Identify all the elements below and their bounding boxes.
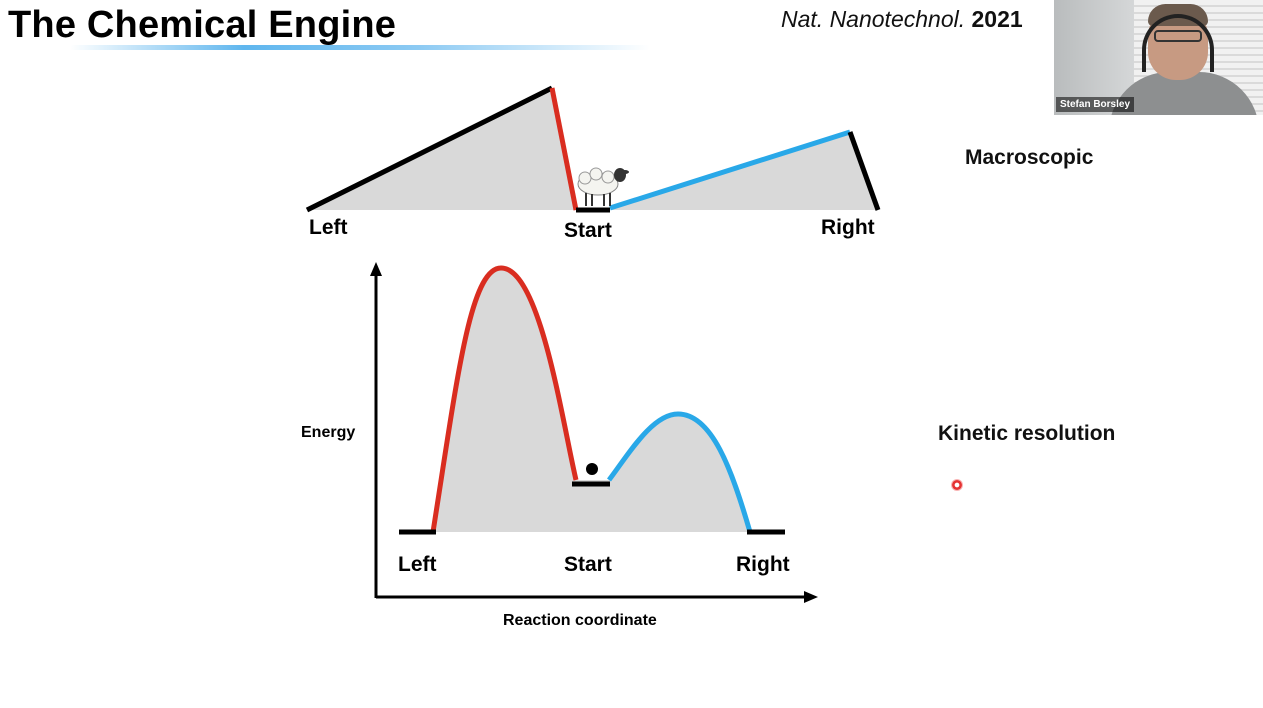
macro-label-right: Right: [821, 216, 875, 239]
macro-fill: [307, 88, 878, 210]
citation-year: 2021: [971, 6, 1023, 32]
energy-label-start: Start: [564, 553, 612, 576]
kinetic-resolution-label: Kinetic resolution: [938, 422, 1116, 445]
title-underline: [70, 45, 650, 50]
macro-diagram: Left Start Right: [305, 85, 881, 242]
macro-barrier-left: [549, 87, 579, 211]
y-axis-label: Energy: [301, 424, 355, 441]
macro-slope-left: [305, 85, 554, 213]
sheep-icon: [577, 167, 629, 206]
citation: Nat. Nanotechnol. 2021: [781, 6, 1023, 33]
video-thumbnail[interactable]: Stefan Borsley: [1054, 0, 1263, 115]
headset-icon: [1142, 14, 1214, 72]
energy-barrier-right: [607, 411, 753, 533]
x-axis-arrow-icon: [804, 591, 818, 603]
citation-journal: Nat. Nanotechnol.: [781, 6, 966, 32]
y-axis-arrow-icon: [370, 262, 382, 276]
participant-name: Stefan Borsley: [1056, 97, 1135, 112]
energy-barrier-left: [430, 265, 579, 533]
macro-label-left: Left: [309, 216, 348, 239]
laser-pointer-dot: [951, 479, 963, 491]
macroscopic-label: Macroscopic: [965, 146, 1094, 169]
macro-drop-right: [847, 131, 881, 211]
x-axis-label: Reaction coordinate: [503, 612, 657, 629]
macro-barrier-right: [609, 129, 851, 211]
energy-diagram: Energy Reaction coordinate Left Start Ri…: [301, 262, 818, 629]
energy-fill: [433, 268, 750, 532]
energy-label-left: Left: [398, 553, 437, 576]
energy-label-right: Right: [736, 553, 790, 576]
macro-label-start: Start: [564, 219, 612, 242]
particle-dot: [586, 463, 598, 475]
slide-title: The Chemical Engine: [8, 4, 397, 46]
